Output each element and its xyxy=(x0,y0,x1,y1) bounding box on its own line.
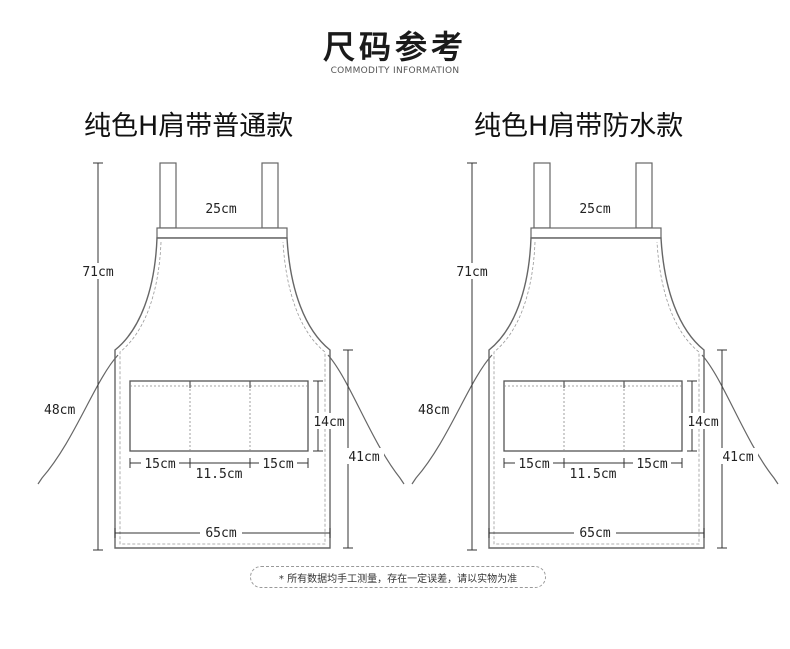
dim-pocket-left: 15cm xyxy=(144,457,175,472)
dim-pocket-height: 14cm xyxy=(313,415,344,430)
page-subtitle: COMMODITY INFORMATION xyxy=(330,66,460,76)
apron-waterproof: 25cm 71cm 48cm 14cm 41cm 15cm 11.5cm 15c… xyxy=(411,162,779,551)
dim-strap-gap: 25cm xyxy=(205,202,236,217)
dim-total-length: 71cm xyxy=(82,265,113,280)
dim-lower-length: 41cm xyxy=(348,450,379,465)
variant-title-waterproof: 纯色H肩带防水款 xyxy=(474,111,684,142)
dim-pocket-mid: 11.5cm xyxy=(570,467,617,482)
dim-strap-gap: 25cm xyxy=(579,202,610,217)
dim-bottom-width: 65cm xyxy=(205,526,236,541)
dim-pocket-height: 14cm xyxy=(687,415,718,430)
variant-title-standard: 纯色H肩带普通款 xyxy=(84,111,294,142)
dim-pocket-mid: 11.5cm xyxy=(196,467,243,482)
dim-lower-length: 41cm xyxy=(722,450,753,465)
dim-bottom-width: 65cm xyxy=(579,526,610,541)
measurement-note: * 所有数据均手工测量，存在一定误差，请以实物为准 xyxy=(250,566,546,588)
page-title: 尺码参考 xyxy=(322,28,467,66)
dim-pocket-left: 15cm xyxy=(518,457,549,472)
dim-total-length: 71cm xyxy=(456,265,487,280)
dim-pocket-right: 15cm xyxy=(636,457,667,472)
dim-pocket-right: 15cm xyxy=(262,457,293,472)
dim-lower-width: 48cm xyxy=(44,403,75,418)
dim-lower-width: 48cm xyxy=(418,403,449,418)
apron-standard: 25cm 71cm 48cm 14cm 41cm 15cm 11.5cm 15c… xyxy=(37,162,405,551)
